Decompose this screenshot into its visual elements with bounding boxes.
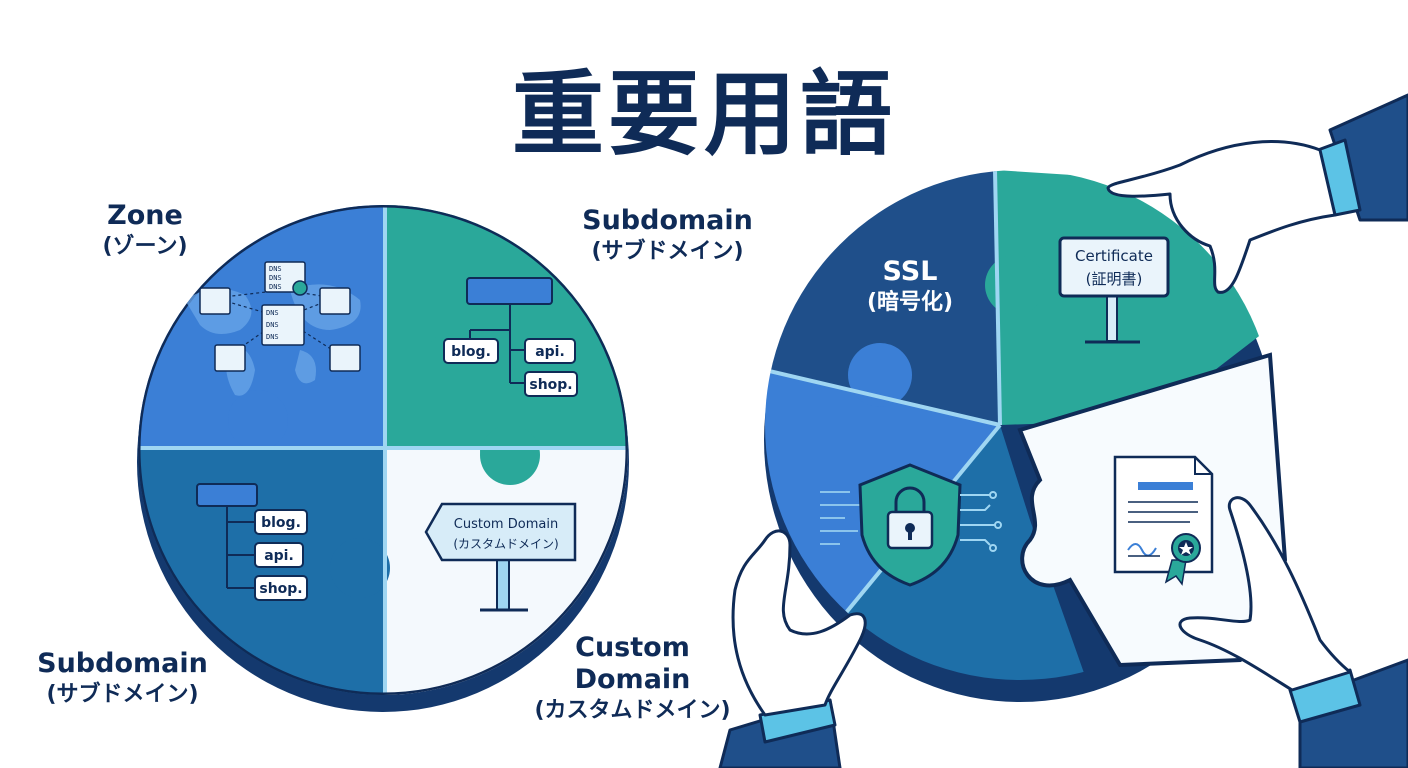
certificate-sign-label: Certificate bbox=[1075, 247, 1153, 265]
zone-label-ja: (ゾーン) bbox=[102, 234, 188, 259]
ssl-label-ja: (暗号化) bbox=[866, 290, 954, 315]
ssl-label-en: SSL bbox=[882, 256, 938, 287]
node-api: api. bbox=[264, 548, 294, 564]
zone-label: Zone (ゾーン) bbox=[70, 200, 220, 262]
node-blog: blog. bbox=[261, 515, 301, 531]
subdomain-bottom-label-en: Subdomain bbox=[37, 648, 208, 679]
custom-domain-label-ja: (カスタムドメイン) bbox=[534, 698, 731, 723]
subdomain-tree-bottom: blog. api. shop. bbox=[196, 483, 308, 601]
subdomain-top-label-en: Subdomain bbox=[582, 205, 753, 236]
subdomain-bottom-label: Subdomain (サブドメイン) bbox=[30, 648, 215, 710]
custom-domain-label-line1: Custom bbox=[575, 632, 690, 663]
certificate-sign-label-ja: (証明書) bbox=[1086, 270, 1143, 288]
custom-domain-signpost: Custom Domain (カスタムドメイン) bbox=[424, 502, 577, 612]
dns-tag: DNS bbox=[266, 309, 279, 317]
dns-tag: DNS bbox=[269, 283, 282, 291]
dns-tag: DNS bbox=[269, 274, 282, 282]
ssl-label: SSL (暗号化) bbox=[840, 256, 980, 318]
node-api: api. bbox=[535, 344, 565, 360]
shield-lock-icon bbox=[820, 463, 1002, 587]
custom-domain-label: Custom Domain (カスタムドメイン) bbox=[530, 632, 735, 726]
subdomain-top-label-ja: (サブドメイン) bbox=[591, 239, 744, 264]
dns-network-icon: DNS DNS DNS DNS DNS DNS bbox=[199, 261, 361, 372]
node-shop: shop. bbox=[259, 581, 302, 597]
hands-illustration bbox=[718, 93, 1408, 768]
dns-tag: DNS bbox=[266, 333, 279, 341]
node-shop: shop. bbox=[529, 377, 572, 393]
subdomain-tree-top: blog. api. shop. bbox=[443, 277, 578, 397]
zone-label-en: Zone bbox=[107, 200, 183, 231]
right-puzzle: Certificate (証明書) bbox=[718, 93, 1408, 768]
dns-tag: DNS bbox=[266, 321, 279, 329]
sign-label-ja: (カスタムドメイン) bbox=[453, 537, 558, 551]
custom-domain-label-line2: Domain bbox=[574, 664, 691, 695]
subdomain-top-label: Subdomain (サブドメイン) bbox=[575, 205, 760, 267]
lock-teal-piece bbox=[840, 425, 1090, 680]
sign-label: Custom Domain bbox=[454, 517, 558, 532]
subdomain-bottom-label-ja: (サブドメイン) bbox=[46, 682, 199, 707]
certificate-document-icon bbox=[1113, 455, 1214, 586]
certificate-signpost: Certificate (証明書) bbox=[1058, 236, 1170, 344]
dns-tag: DNS bbox=[269, 265, 282, 273]
page-title: 重要用語 bbox=[511, 61, 896, 168]
node-blog: blog. bbox=[451, 344, 491, 360]
